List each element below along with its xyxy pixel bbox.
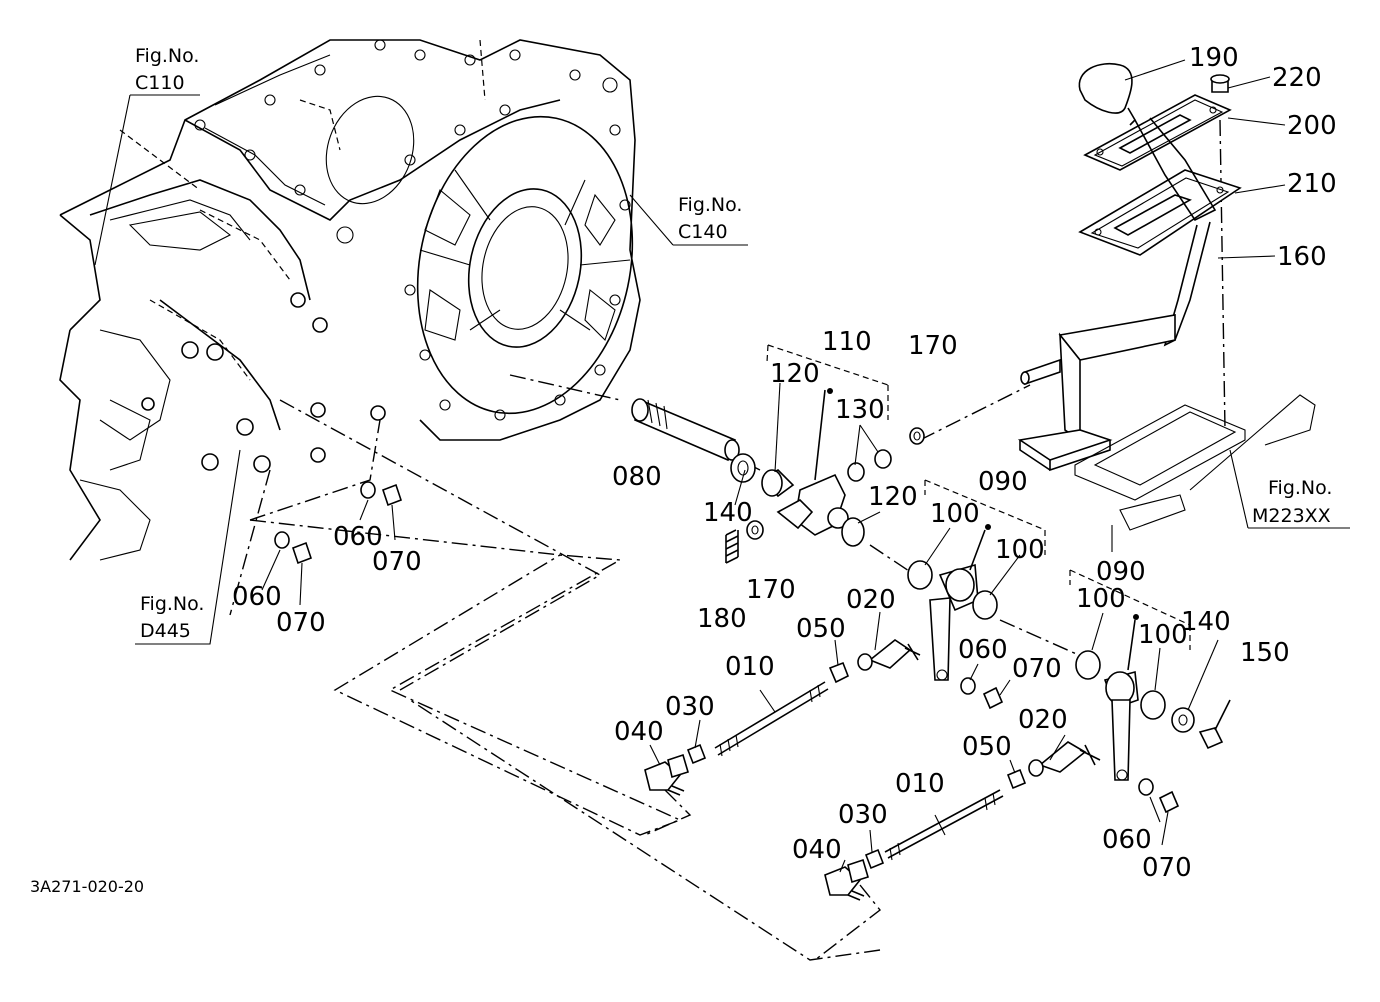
callout-110: 110 — [822, 327, 872, 357]
callout-210: 210 — [1287, 169, 1337, 199]
washer-170-upper — [909, 427, 925, 445]
callout-060-left-upper: 060 — [333, 522, 383, 552]
nut-050-lower — [1006, 768, 1027, 790]
shift-lever-assembly — [1017, 63, 1316, 552]
nuts-060-070-left-lower — [274, 531, 313, 565]
bushings-130 — [847, 424, 892, 482]
rod-010-upper — [714, 681, 829, 757]
callout-020-upper: 020 — [846, 585, 896, 615]
callout-050-upper: 050 — [796, 614, 846, 644]
callout-020-lower: 020 — [1018, 705, 1068, 735]
shaft-080 — [631, 398, 740, 462]
callout-150: 150 — [1240, 638, 1290, 668]
fig-ref-d445-label: Fig.No. — [140, 593, 204, 615]
callouts: 190 220 200 210 160 170 110 120 130 080 … — [232, 43, 1337, 883]
callout-080: 080 — [612, 462, 662, 492]
fig-ref-c140: Fig.No. C140 — [629, 194, 748, 246]
callout-120-lower: 120 — [868, 482, 918, 512]
group-brackets — [766, 344, 1191, 650]
ball-joint-040-upper — [644, 753, 689, 796]
fig-ref-m223xx: Fig.No. M223XX — [1229, 449, 1350, 529]
fig-ref-d445: Fig.No. D445 — [135, 449, 241, 645]
nuts-060-070-left-upper — [360, 481, 403, 507]
callout-010-lower: 010 — [895, 769, 945, 799]
callout-100-a: 100 — [930, 499, 980, 529]
spring-180 — [725, 529, 739, 564]
fig-ref-m223xx-number: M223XX — [1252, 505, 1331, 527]
drawing-number: 3A271-020-20 — [30, 877, 144, 896]
callout-070-left-upper: 070 — [372, 547, 422, 577]
callout-030-upper: 030 — [665, 692, 715, 722]
callout-060-left-lower: 060 — [232, 582, 282, 612]
plate-200 — [1083, 94, 1232, 171]
callout-070-mid: 070 — [1012, 654, 1062, 684]
collar-120-upper — [761, 469, 795, 498]
fig-ref-m223xx-label: Fig.No. — [1268, 477, 1332, 499]
callout-100-b: 100 — [995, 535, 1045, 565]
callout-100-c: 100 — [1076, 584, 1126, 614]
callout-070-left-lower: 070 — [276, 608, 326, 638]
clip-150 — [1198, 699, 1231, 750]
callout-010-upper: 010 — [725, 652, 775, 682]
spacer-140-upper — [730, 453, 756, 483]
callout-090-upper: 090 — [978, 467, 1028, 497]
callout-140-upper: 140 — [703, 498, 753, 528]
callout-050-lower: 050 — [962, 732, 1012, 762]
transmission-housing — [59, 39, 641, 561]
callout-040-upper: 040 — [614, 717, 664, 747]
shifter-110 — [776, 388, 849, 536]
shifter-090-lower — [1075, 614, 1166, 781]
nut-050-upper — [828, 661, 850, 684]
callout-060-mid: 060 — [958, 635, 1008, 665]
fig-ref-d445-number: D445 — [140, 620, 191, 642]
fig-ref-c140-label: Fig.No. — [678, 194, 742, 216]
collar-120-lower — [841, 517, 865, 547]
leader-lines — [261, 59, 1286, 873]
rod-end-020-upper — [857, 639, 921, 671]
nut-030-lower — [864, 848, 885, 870]
callout-120-upper: 120 — [770, 359, 820, 389]
washer-170-lower — [746, 520, 764, 540]
fig-ref-c140-number: C140 — [678, 221, 728, 243]
shifter-090-upper — [907, 524, 998, 681]
plate-210 — [1078, 169, 1242, 256]
nuts-060-070-lower — [1138, 778, 1180, 814]
callout-130: 130 — [835, 395, 885, 425]
knob-190 — [1078, 63, 1133, 114]
nuts-060-070-mid — [960, 677, 1004, 710]
ball-joint-040-lower — [824, 858, 869, 901]
rod-010-lower — [884, 789, 1004, 861]
callout-180: 180 — [697, 604, 747, 634]
callout-140-lower: 140 — [1181, 607, 1231, 637]
washer-140-lower — [1171, 707, 1195, 733]
nut-030-upper — [686, 743, 707, 765]
rod-end-020-lower — [1028, 741, 1101, 777]
fig-ref-c110-number: C110 — [135, 72, 185, 94]
callout-170-lower: 170 — [746, 575, 796, 605]
callout-170-upper: 170 — [908, 331, 958, 361]
lever-160 — [1163, 221, 1211, 347]
callout-100-d: 100 — [1138, 620, 1188, 650]
callout-060-lower: 060 — [1102, 825, 1152, 855]
callout-030-lower: 030 — [838, 800, 888, 830]
fig-ref-c110-label: Fig.No. — [135, 45, 199, 67]
callout-190: 190 — [1189, 43, 1239, 73]
fig-ref-c110: Fig.No. C110 — [94, 45, 200, 266]
callout-090-lower: 090 — [1096, 557, 1146, 587]
callout-160: 160 — [1277, 242, 1327, 272]
callout-040-lower: 040 — [792, 835, 842, 865]
callout-070-lower: 070 — [1142, 853, 1192, 883]
callout-200: 200 — [1287, 111, 1337, 141]
callout-220: 220 — [1272, 63, 1322, 93]
